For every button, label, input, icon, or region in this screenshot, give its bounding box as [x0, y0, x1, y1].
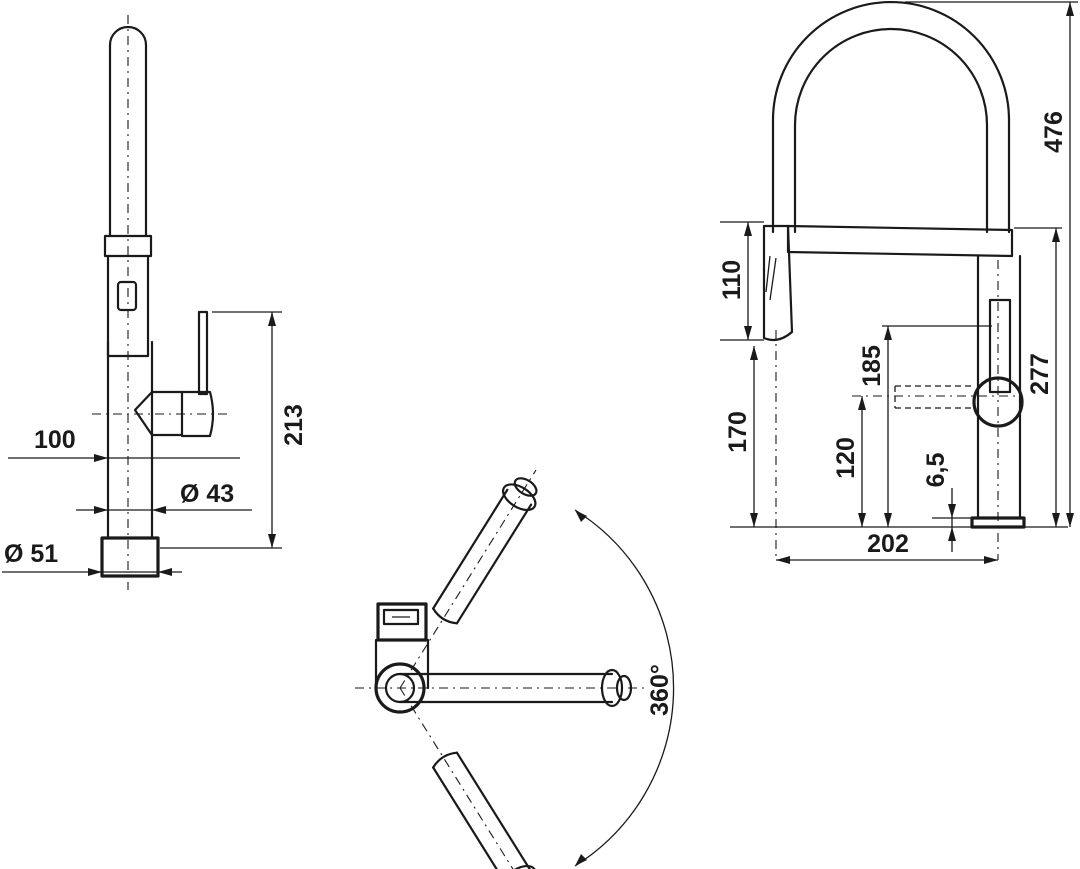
dim-213-arrow-bottom	[268, 534, 276, 548]
top-swivel-arrow-bottom	[575, 854, 587, 866]
dim-label-lever-axis: 120	[832, 437, 860, 479]
side-lever-knob	[972, 376, 1024, 428]
front-view: 213 100 Ø 43 Ø 51	[2, 15, 308, 590]
top-lever-block	[376, 602, 428, 642]
top-spout-lower	[432, 751, 537, 869]
dim-213-arrow-top	[268, 312, 276, 326]
dim-277-arrow-top	[1052, 228, 1060, 242]
dim-100-arrow	[94, 454, 108, 462]
dim-label-spout-height: 277	[1026, 353, 1054, 395]
front-base	[100, 536, 160, 578]
side-column	[976, 254, 1022, 520]
dim-476-arrow-bottom	[1066, 513, 1074, 527]
dim-110-arrow-bottom	[744, 326, 752, 340]
dim-label-reach: 202	[867, 530, 909, 558]
top-swivel-arrow-top	[575, 510, 587, 522]
dim-label-total-height: 476	[1040, 111, 1068, 153]
dim-185-arrow-bottom	[884, 513, 892, 527]
front-spray-button	[116, 280, 138, 312]
top-centerline-upper	[399, 469, 537, 689]
side-view: 476 277 110 170 185 120 6	[718, 0, 1078, 564]
front-lever-boss	[133, 390, 184, 437]
front-body	[106, 340, 154, 540]
dim-185-arrow-top	[884, 326, 892, 340]
side-gooseneck-inner	[793, 27, 989, 234]
dim-277-arrow-bottom	[1052, 513, 1060, 527]
dim-65-arrow-top	[948, 504, 956, 518]
dim-202-arrow-left	[776, 556, 790, 564]
dim-120-arrow-bottom	[858, 513, 866, 527]
side-spray-nozzle	[765, 255, 777, 301]
dim-202-arrow-right	[984, 556, 998, 564]
top-lever-slot	[382, 608, 420, 626]
side-lever-stem	[988, 298, 1012, 394]
dim-476-arrow-top	[1066, 2, 1074, 16]
dim-51-arrow-right	[158, 568, 172, 576]
dim-label-base-thickness: 6,5	[922, 453, 950, 488]
dim-label-outlet-height: 170	[724, 411, 752, 453]
side-spray-head	[762, 224, 794, 342]
dim-170-arrow-top	[750, 346, 758, 360]
dim-120-arrow-top	[858, 396, 866, 410]
top-swivel-arc	[574, 509, 675, 867]
top-spout-center	[398, 672, 614, 704]
dim-43-arrow-left	[94, 506, 108, 514]
dim-label-lever-offset: 100	[34, 426, 76, 454]
side-lever-ghost	[894, 385, 975, 409]
top-view: 360°	[355, 469, 675, 869]
dim-label-swivel-angle: 360°	[646, 664, 674, 716]
dim-43-arrow-right	[152, 506, 166, 514]
front-spout-tube	[108, 25, 148, 238]
dim-65-arrow-bottom	[948, 527, 956, 541]
dim-label-lever-height: 213	[280, 404, 308, 446]
dim-label-lever-top: 185	[858, 345, 886, 387]
front-lever-handle	[197, 310, 209, 396]
side-spout-arm	[786, 224, 1014, 258]
dim-51-arrow-left	[88, 568, 102, 576]
dim-label-body-diameter: Ø 43	[180, 480, 234, 508]
front-spray-collar	[103, 234, 153, 258]
dim-label-spray-length: 110	[718, 260, 746, 300]
top-centerline-lower	[399, 687, 514, 869]
side-gooseneck-outer	[771, 0, 1011, 234]
dim-170-arrow-bottom	[750, 513, 758, 527]
dim-label-base-diameter: Ø 51	[4, 540, 58, 568]
dim-110-arrow-top	[744, 222, 752, 236]
